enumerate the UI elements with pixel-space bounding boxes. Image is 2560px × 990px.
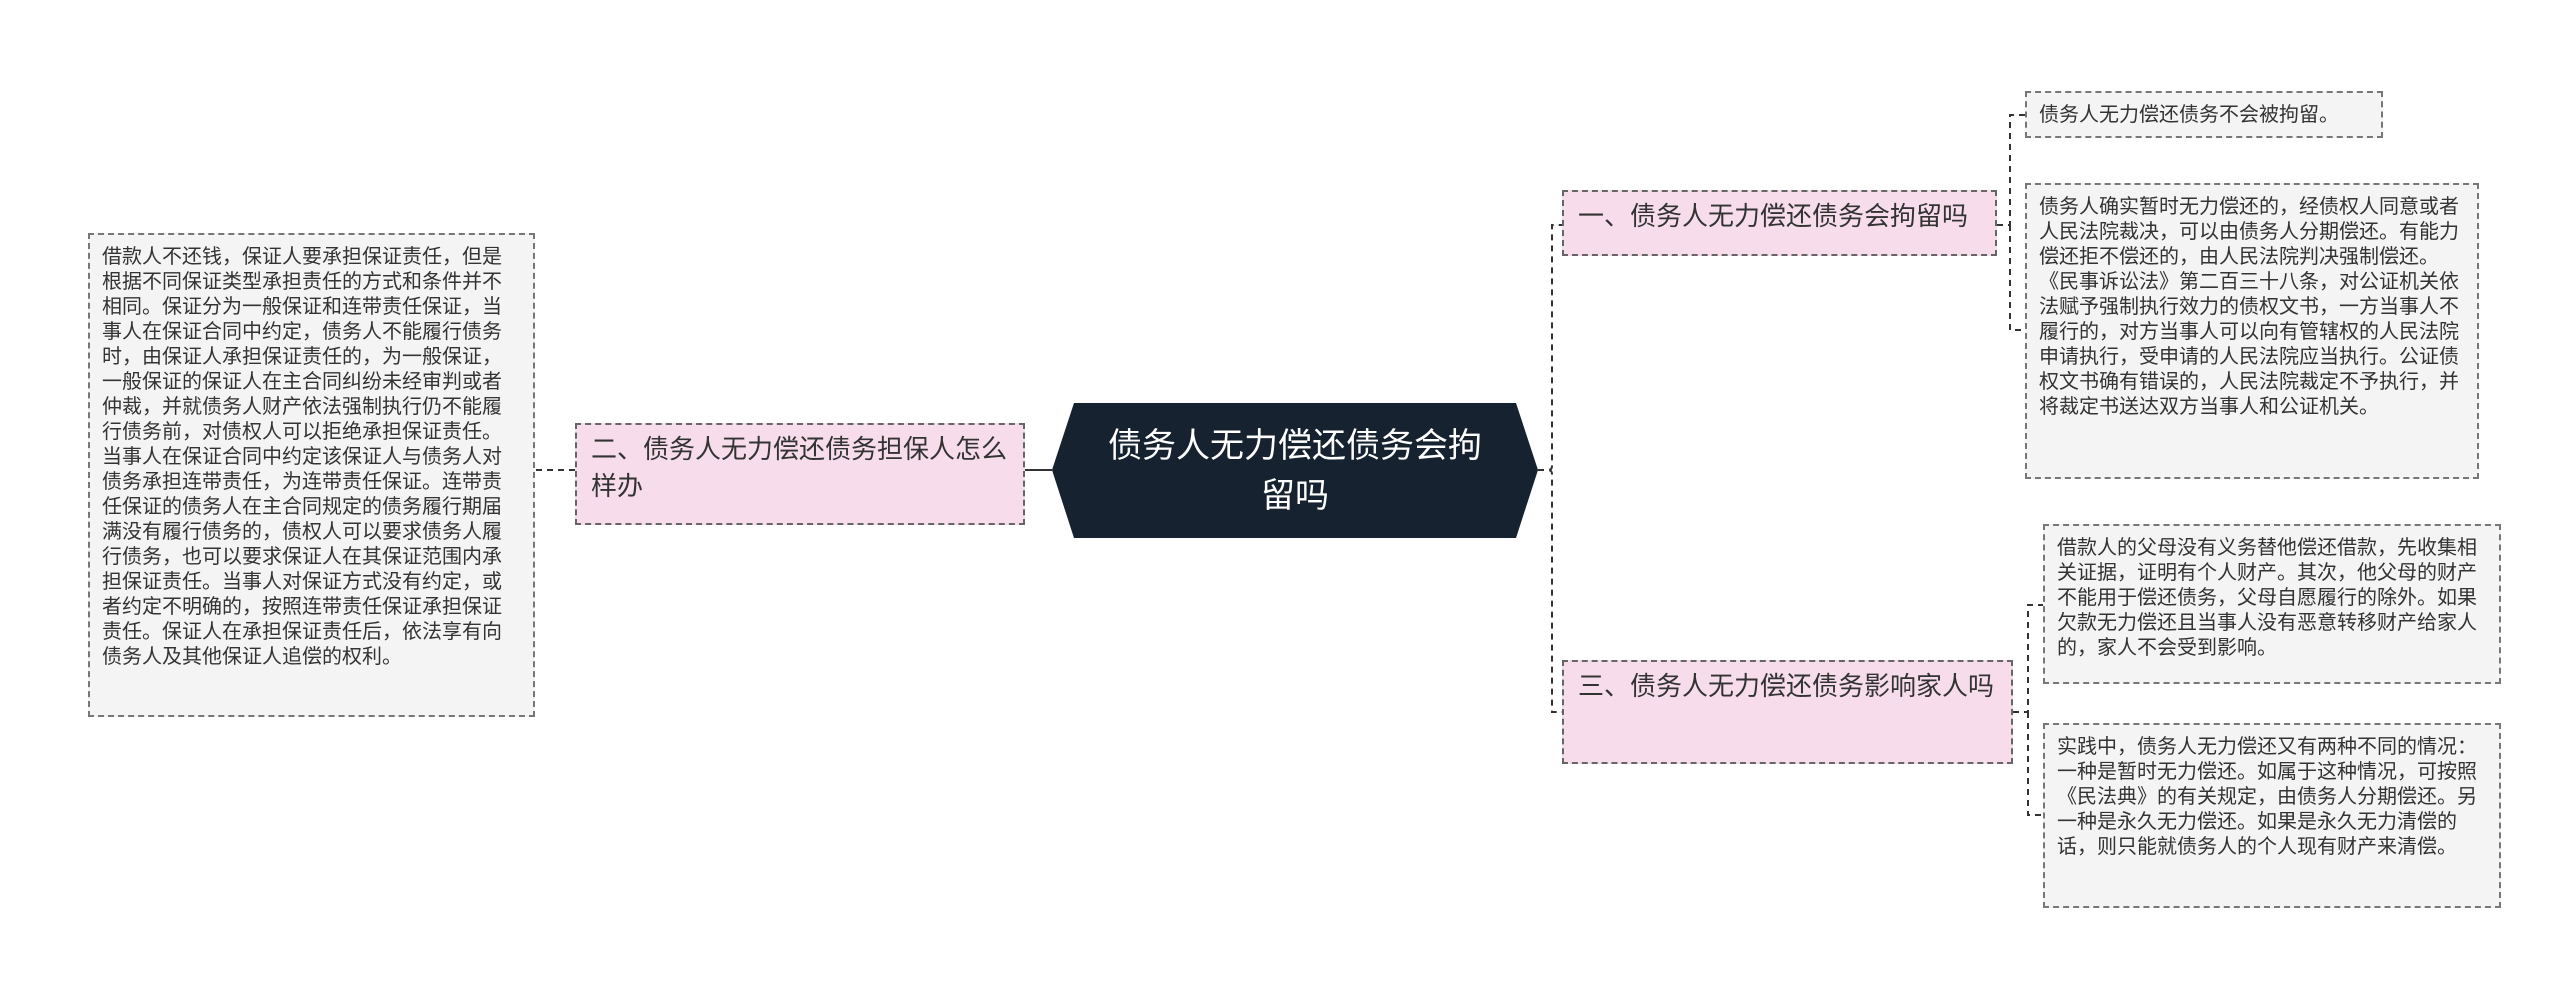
leaf-b3-2[interactable]: 实践中，债务人无力偿还又有两种不同的情况：一种是暂时无力偿还。如属于这种情况，可… (2043, 723, 2501, 908)
central-topic[interactable]: 债务人无力偿还债务会拘留吗 (1052, 403, 1538, 538)
branch-topic-3[interactable]: 三、债务人无力偿还债务影响家人吗 (1562, 660, 2013, 764)
link-center-b3 (1538, 469, 1562, 713)
link-center-b1 (1538, 224, 1562, 471)
link-b3-leaves (2013, 604, 2043, 816)
leaf-b1-2[interactable]: 债务人确实暂时无力偿还的，经债权人同意或者人民法院裁决，可以由债务人分期偿还。有… (2025, 183, 2479, 479)
branch-topic-1[interactable]: 一、债务人无力偿还债务会拘留吗 (1562, 190, 1997, 256)
leaf-b1-1[interactable]: 债务人无力偿还债务不会被拘留。 (2025, 91, 2383, 138)
branch-topic-2[interactable]: 二、债务人无力偿还债务担保人怎么样办 (575, 423, 1025, 525)
leaf-b3-1[interactable]: 借款人的父母没有义务替他偿还借款，先收集相关证据，证明有个人财产。其次，他父母的… (2043, 524, 2501, 684)
leaf-b2-1[interactable]: 借款人不还钱，保证人要承担保证责任，但是根据不同保证类型承担责任的方式和条件并不… (88, 233, 535, 717)
link-b1-leaves (1997, 114, 2025, 331)
